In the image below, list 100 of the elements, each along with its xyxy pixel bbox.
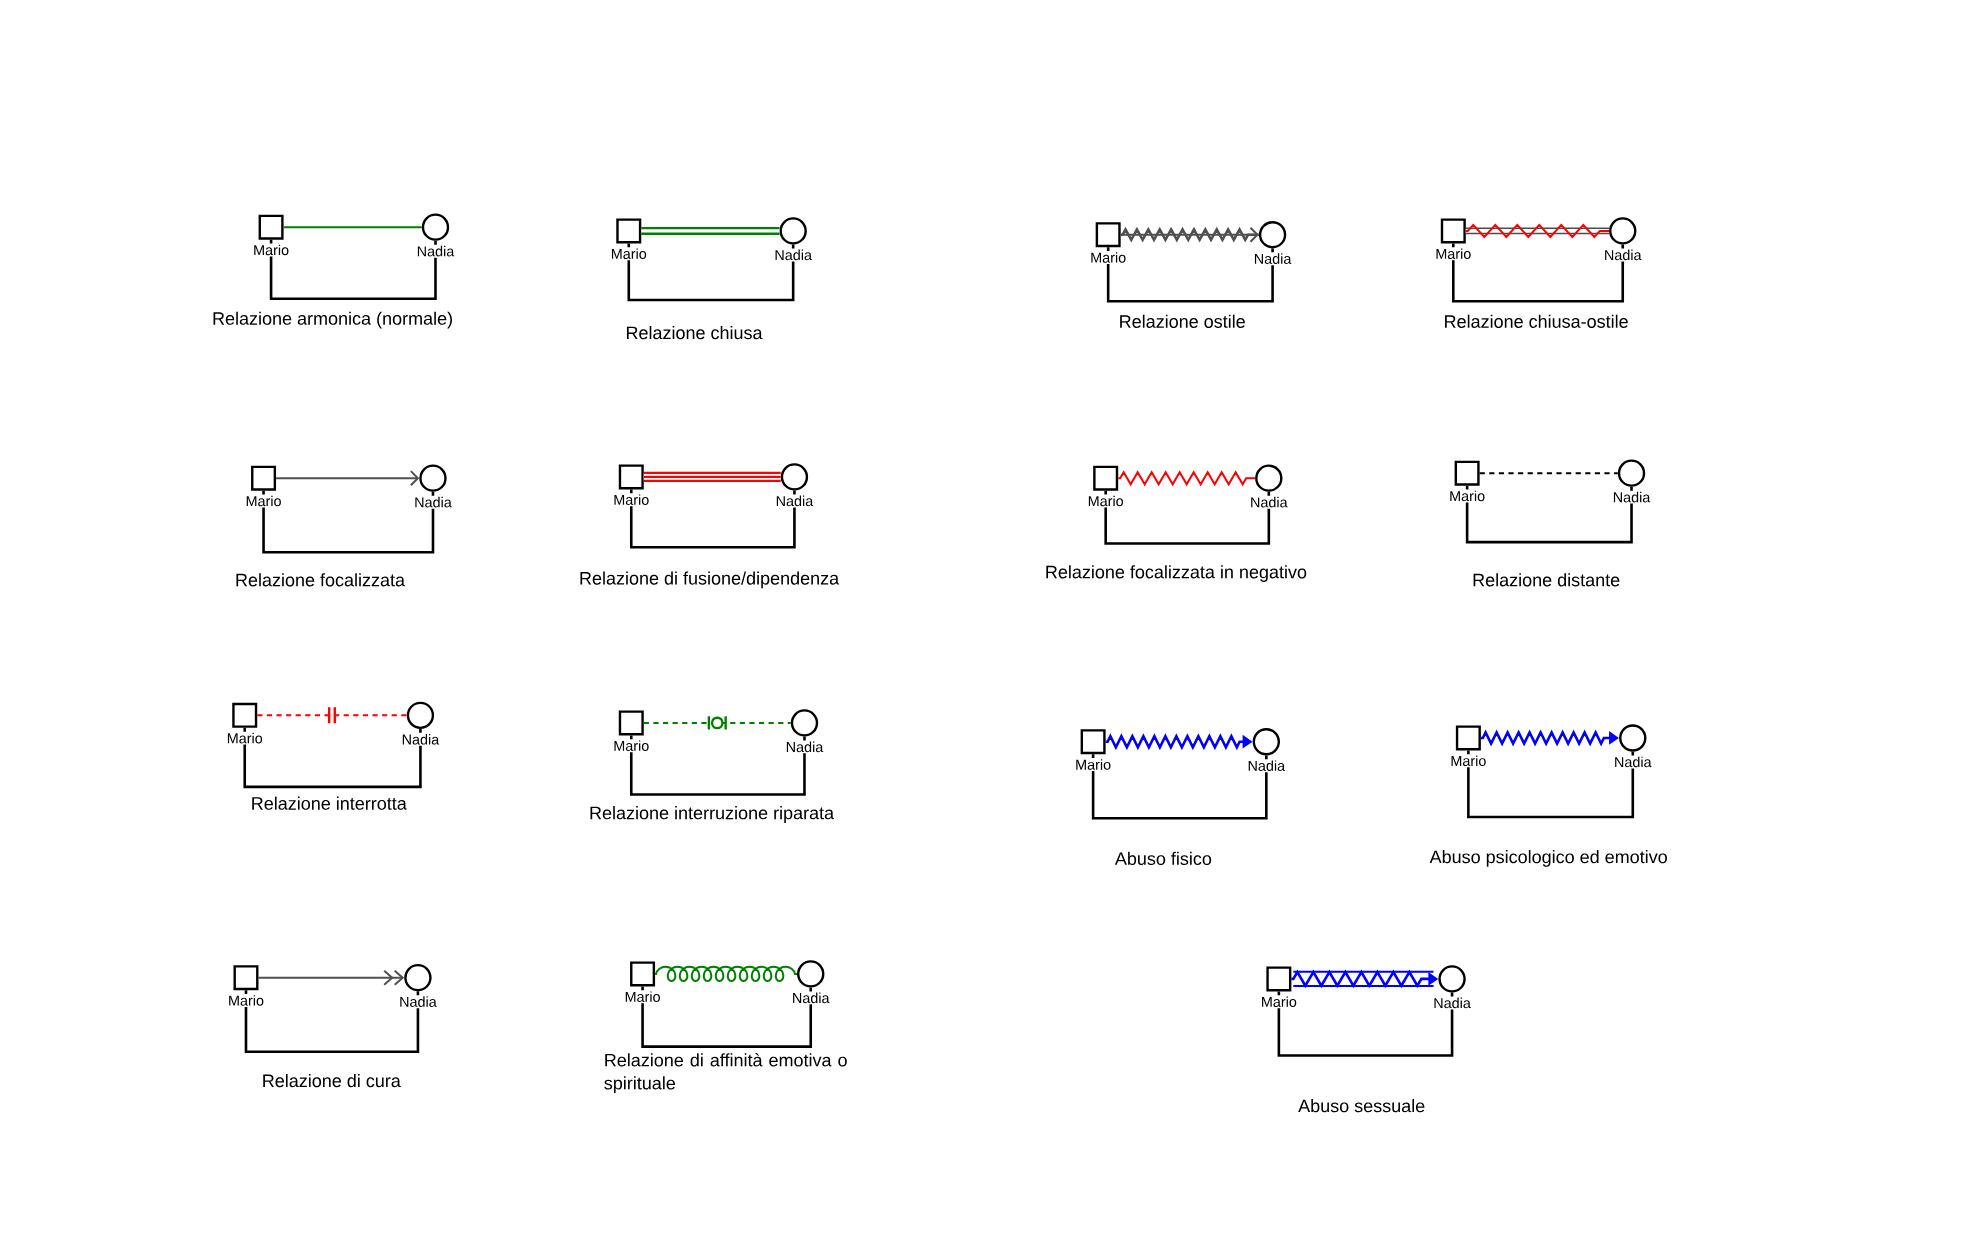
- circle-symbol: [1252, 728, 1280, 756]
- circle-symbol: [1617, 459, 1646, 487]
- relationship-line: [643, 471, 781, 483]
- name-label: Nadia: [1612, 755, 1653, 769]
- square-symbol: [1454, 460, 1480, 486]
- square-symbol: [630, 961, 656, 987]
- relationship-line: [1480, 729, 1619, 747]
- relationship-line: [641, 226, 780, 235]
- circle-symbol: [406, 701, 435, 730]
- name-label: Nadia: [415, 244, 456, 258]
- name-label: Mario: [225, 731, 264, 745]
- circle-symbol: [421, 213, 450, 241]
- caption: Relazione interruzione riparata: [590, 806, 835, 823]
- caption: Abuso fisico: [1114, 851, 1212, 866]
- name-label: Mario: [1073, 758, 1113, 771]
- couple-bracket: [627, 243, 795, 302]
- caption: Abuso psicologico ed emotivo: [1429, 850, 1667, 867]
- square-symbol: [233, 965, 259, 991]
- couple-bracket: [243, 727, 422, 789]
- circle-symbol: [1255, 464, 1283, 492]
- caption: Relazione ostile: [1120, 314, 1245, 328]
- name-label: Nadia: [1602, 248, 1643, 262]
- name-label: Mario: [1447, 489, 1487, 503]
- couple-bracket: [244, 990, 420, 1053]
- name-label: Mario: [1434, 247, 1473, 261]
- caption: Relazione di fusione/dipendenza: [580, 571, 840, 589]
- name-label: Mario: [1086, 494, 1125, 508]
- caption: Relazione di cura: [263, 1073, 401, 1088]
- square-symbol: [618, 710, 644, 736]
- name-label: Nadia: [774, 494, 815, 508]
- name-label: Mario: [609, 247, 648, 261]
- square-symbol: [1095, 222, 1121, 248]
- relationship-line: [642, 716, 792, 730]
- name-label: Mario: [623, 990, 662, 1004]
- couple-bracket: [629, 489, 796, 549]
- caption: Relazione chiusa: [626, 325, 763, 340]
- square-symbol: [616, 218, 642, 244]
- square-symbol: [1093, 465, 1119, 491]
- name-label: Nadia: [397, 995, 438, 1009]
- couple-bracket: [1277, 991, 1454, 1057]
- relationship-line: [275, 470, 420, 487]
- caption: Relazione di affinità emotiva o spirituale: [604, 1053, 847, 1094]
- name-label: Mario: [226, 993, 266, 1007]
- couple-bracket: [1467, 750, 1635, 819]
- caption: Relazione focalizzata: [236, 573, 406, 587]
- name-label: Nadia: [1252, 252, 1293, 266]
- circle-symbol: [1258, 221, 1287, 249]
- caption: Relazione armonica (normale): [213, 311, 452, 329]
- square-symbol: [232, 702, 258, 728]
- name-label: Mario: [612, 739, 651, 753]
- relationship-line: [282, 226, 423, 229]
- relationship-line: [256, 706, 408, 725]
- couple-bracket: [1106, 247, 1274, 303]
- name-label: Nadia: [773, 248, 814, 262]
- name-label: Mario: [244, 494, 283, 508]
- caption: Relazione focalizzata in negativo: [1046, 565, 1307, 582]
- caption: Relazione distante: [1473, 573, 1620, 587]
- caption: Relazione interrotta: [252, 796, 407, 810]
- relationship-line: [257, 969, 405, 986]
- relationship-line: [1464, 223, 1611, 239]
- name-label: Nadia: [1246, 759, 1287, 773]
- name-label: Nadia: [413, 495, 453, 509]
- circle-symbol: [1438, 965, 1466, 993]
- name-label: Mario: [1449, 754, 1488, 768]
- couple-bracket: [1452, 243, 1625, 303]
- caption: Abuso sessuale: [1298, 1099, 1425, 1113]
- couple-bracket: [1104, 490, 1271, 545]
- square-symbol: [251, 465, 277, 491]
- name-label: Mario: [251, 243, 291, 257]
- couple-bracket: [641, 986, 813, 1048]
- caption: Relazione chiusa-ostile: [1445, 314, 1628, 328]
- circle-symbol: [404, 963, 432, 992]
- circle-symbol: [1619, 724, 1647, 752]
- circle-symbol: [780, 463, 809, 491]
- relationship-line: [1478, 472, 1619, 475]
- couple-bracket: [269, 239, 437, 300]
- circle-symbol: [797, 960, 825, 988]
- relationship-line: [654, 965, 799, 983]
- name-label: Mario: [1259, 995, 1299, 1009]
- couple-bracket: [1465, 485, 1633, 544]
- name-label: Nadia: [400, 732, 441, 746]
- relationship-line: [1119, 226, 1259, 243]
- square-symbol: [618, 464, 644, 490]
- couple-bracket: [262, 490, 435, 554]
- square-symbol: [1455, 725, 1481, 751]
- name-label: Mario: [1088, 251, 1128, 264]
- square-symbol: [1266, 966, 1292, 992]
- circle-symbol: [790, 709, 819, 737]
- name-label: Nadia: [784, 740, 825, 754]
- relationship-line: [1117, 470, 1257, 487]
- square-symbol: [258, 214, 284, 240]
- name-label: Nadia: [790, 991, 831, 1005]
- name-label: Nadia: [1248, 495, 1289, 509]
- name-label: Nadia: [1432, 996, 1473, 1010]
- name-label: Nadia: [1611, 490, 1652, 504]
- name-label: Mario: [612, 493, 651, 507]
- square-symbol: [1080, 729, 1106, 755]
- circle-symbol: [1609, 217, 1637, 245]
- couple-bracket: [1091, 754, 1268, 820]
- square-symbol: [1440, 218, 1466, 244]
